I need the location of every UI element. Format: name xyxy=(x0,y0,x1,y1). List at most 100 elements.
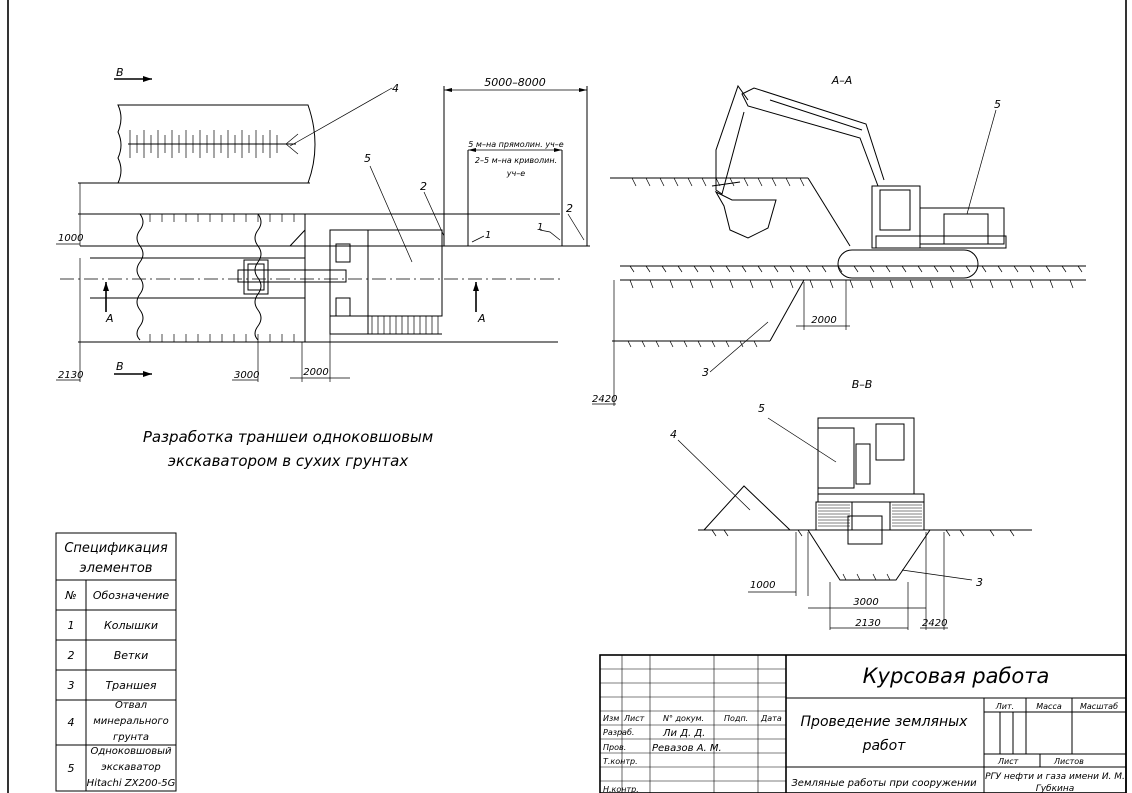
bucket-outline xyxy=(243,259,269,295)
trench-slope xyxy=(807,177,851,247)
ground-tick xyxy=(853,265,859,273)
dim-overall-label: 5000–8000 xyxy=(484,76,546,89)
ground-tick xyxy=(1061,265,1067,273)
ground-tick xyxy=(933,265,939,273)
ground-tick xyxy=(869,265,875,273)
ground-tick xyxy=(773,265,779,273)
excavator-plan-cab xyxy=(335,243,351,263)
spec-row-name: Одноковшовый xyxy=(90,746,172,757)
role-prov: Пров. xyxy=(603,743,626,752)
excavator-front-boom xyxy=(817,427,855,489)
excavator-deck xyxy=(875,235,1007,249)
leader-5 xyxy=(369,165,413,263)
excavator-cab xyxy=(871,185,921,249)
section-bb-title: В–В xyxy=(852,378,873,391)
ground-tick xyxy=(645,177,651,187)
ground-tick xyxy=(1029,279,1034,289)
ground-tick xyxy=(789,265,795,273)
lbl-list: Лист xyxy=(997,757,1019,766)
leader-4 xyxy=(677,439,751,511)
excavator-plan-track xyxy=(329,229,369,335)
excavator-boom xyxy=(741,87,885,187)
role-nkontr: Н.контр. xyxy=(603,785,639,793)
excavator-bucket-front xyxy=(847,515,883,545)
doc-subtitle: Земляные работы при сооружении xyxy=(791,777,977,789)
ground-tick xyxy=(725,265,731,273)
ground-tick xyxy=(757,265,763,273)
excavator-bucket xyxy=(714,190,777,239)
callout-3: 3 xyxy=(702,366,709,379)
ground-tick xyxy=(709,265,715,273)
ground-tick xyxy=(1013,265,1019,273)
ground-tick xyxy=(673,177,679,187)
section-arrow xyxy=(143,371,152,377)
hydraulic-line xyxy=(769,99,863,131)
ground-tick xyxy=(785,177,791,187)
callout-1a: 1 xyxy=(485,230,491,241)
ground-tick xyxy=(709,279,714,289)
leader-1a xyxy=(471,235,485,243)
ground-tick xyxy=(687,177,693,187)
excavator-plan-body xyxy=(329,229,443,317)
ground-tick xyxy=(1029,265,1035,273)
spec-row-num: 3 xyxy=(68,679,75,692)
callout-5: 5 xyxy=(994,98,1001,111)
ground-tick xyxy=(741,265,747,273)
col-list: Лист xyxy=(623,714,645,723)
spec-title-1: Спецификация xyxy=(64,541,168,556)
excavator-track xyxy=(837,249,979,279)
ground-tick xyxy=(869,279,874,289)
spec-row-name: Колышки xyxy=(104,619,158,632)
dump-tick xyxy=(285,133,299,145)
spec-row-name: грунта xyxy=(113,732,149,743)
name-razrab: Ли Д. Д. xyxy=(662,728,705,739)
track-hatching xyxy=(371,316,439,334)
ground-tick xyxy=(645,265,651,273)
ground-tick xyxy=(753,340,758,348)
excavator-front-deck xyxy=(817,493,925,503)
role-tkontr: Т.контр. xyxy=(603,757,638,766)
ground-tick xyxy=(949,279,954,289)
title-block-border xyxy=(599,654,1127,793)
dim-2000-label: 2000 xyxy=(811,315,836,326)
spec-row-name: Ветки xyxy=(114,649,149,662)
spec-row-num: 1 xyxy=(68,619,75,632)
spec-row-num: 5 xyxy=(68,762,75,775)
dim-1000-label: 1000 xyxy=(58,233,83,244)
lbl-masshtab: Масштаб xyxy=(1080,702,1118,711)
ground-tick xyxy=(945,529,951,537)
ground-tick xyxy=(627,340,632,348)
ground-tick xyxy=(917,265,923,273)
ground-tick xyxy=(981,265,987,273)
spec-row-name: Траншея xyxy=(105,679,156,692)
callout-1b: 1 xyxy=(537,222,543,233)
section-arrow xyxy=(473,282,479,291)
col-data: Дата xyxy=(760,714,782,723)
ground-tick xyxy=(1069,279,1074,289)
ground-tick xyxy=(655,340,660,348)
title-block-grid xyxy=(600,655,786,793)
dump-outline xyxy=(117,104,316,184)
ground-tick xyxy=(629,279,634,289)
excavator-engine xyxy=(919,207,1005,245)
ground-tick xyxy=(723,529,729,537)
caption-line-1: Разработка траншеи одноковшовым xyxy=(143,428,433,446)
leader-1b xyxy=(539,229,561,241)
plan-view: 5000–8000 5 м–на прямолин. уч–е 2–5 м–на… xyxy=(56,66,590,382)
excavator-front-arm xyxy=(855,443,871,485)
section-a-right-label: А xyxy=(477,312,486,325)
section-aa-view: А–А 5 3 2000 2420 xyxy=(592,74,1086,406)
ground-tick xyxy=(1077,265,1083,273)
org-line-2: Губкина xyxy=(1036,784,1075,793)
ground-tick xyxy=(799,177,805,187)
dim-3000-label: 3000 xyxy=(853,597,878,608)
ground-tick xyxy=(886,573,891,581)
hydraulic-line xyxy=(711,181,741,187)
dim-2130-label: 2130 xyxy=(58,370,83,381)
ground-tick xyxy=(929,279,934,289)
dim-2000-label: 2000 xyxy=(303,367,328,378)
ground-tick xyxy=(769,279,774,289)
dim-2420-label: 2420 xyxy=(592,394,617,405)
section-arrow xyxy=(103,282,109,291)
ground-tick xyxy=(1049,279,1054,289)
